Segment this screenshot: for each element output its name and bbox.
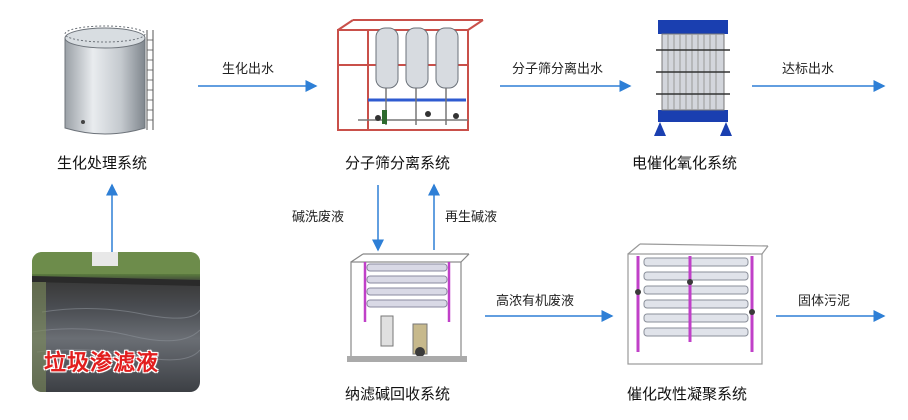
edge-high-conc-label: 高浓有机废液	[496, 294, 575, 309]
edge-biochem-to-sieve-label: 生化出水	[222, 62, 275, 77]
node-electro-label: 电催化氧化系统	[632, 154, 738, 172]
electro-system-image	[654, 20, 732, 136]
edge-alkali-waste-label: 碱洗废液	[292, 210, 345, 225]
node-sieve-label: 分子筛分离系统	[345, 154, 451, 172]
node-biochem-label: 生化处理系统	[57, 154, 148, 172]
node-nano-label: 纳滤碱回收系统	[345, 385, 451, 403]
edge-regen-alkali-label: 再生碱液	[445, 210, 498, 225]
nano-system-image	[347, 253, 470, 362]
node-catalytic-label: 催化改性凝聚系统	[627, 385, 748, 403]
edge-solid-sludge-label: 固体污泥	[798, 294, 851, 309]
leachate-title: 垃圾渗滤液	[44, 351, 160, 376]
leachate-photo	[32, 252, 200, 392]
edge-sieve-to-electro-label: 分子筛分离出水	[512, 62, 604, 77]
biochem-tank-image	[64, 25, 154, 135]
edge-electro-out-label: 达标出水	[782, 62, 835, 77]
catalytic-system-image	[627, 243, 769, 365]
sieve-system-image	[337, 19, 484, 131]
